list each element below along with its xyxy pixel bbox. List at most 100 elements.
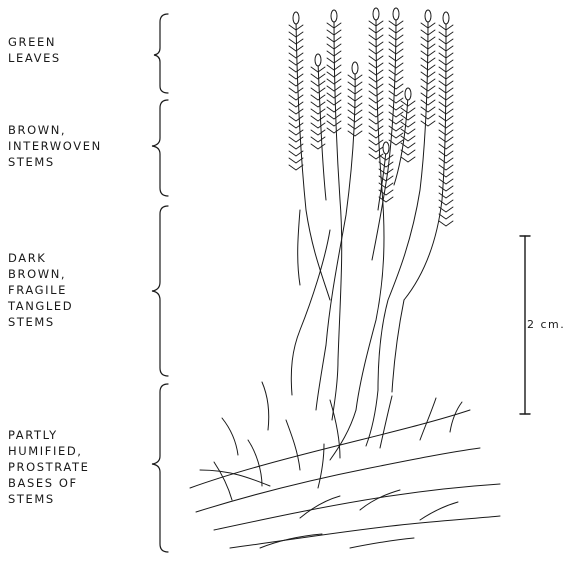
leaf-pair: [369, 140, 383, 145]
leaf-pair: [421, 114, 435, 119]
prostrate-stem: [200, 470, 270, 486]
leaf-pair: [289, 116, 303, 121]
leaf-pair: [389, 77, 403, 82]
leaf-pair: [369, 98, 383, 103]
leaf-pair: [289, 60, 303, 65]
leaf-pair: [327, 93, 341, 98]
moss-shoot-stem: [296, 20, 330, 300]
leaf-pair: [439, 137, 453, 142]
leaf-marks: [289, 21, 453, 226]
prostrate-stem: [450, 402, 462, 432]
leaf-pair: [289, 123, 303, 128]
apical-bud: [293, 12, 299, 24]
leaf-pair: [389, 84, 403, 89]
leaf-pair: [421, 86, 435, 91]
leaf-pair: [369, 147, 383, 152]
prostrate-stem: [420, 398, 436, 440]
stem-branch: [330, 410, 356, 460]
leaf-pair: [369, 84, 383, 89]
leaf-pair: [289, 81, 303, 86]
leaf-pair: [389, 63, 403, 68]
leaf-pair: [311, 130, 325, 135]
apical-bud: [425, 10, 431, 22]
prostrate-stem: [248, 440, 262, 486]
prostrate-stem: [420, 502, 458, 520]
leaf-pair: [289, 102, 303, 107]
leaf-pair: [311, 88, 325, 93]
stem-branch: [291, 230, 330, 395]
leaf-pair: [289, 109, 303, 114]
leaf-pair: [439, 144, 453, 149]
leaf-pair: [289, 74, 303, 79]
prostrate-stem: [350, 538, 414, 548]
leaf-pair: [439, 186, 453, 191]
leaf-pair: [311, 74, 325, 79]
apical-bud: [383, 142, 389, 154]
prostrate-stem: [262, 382, 269, 430]
apical-bud: [315, 54, 321, 66]
leaf-pair: [389, 98, 403, 103]
leaf-pair: [379, 162, 393, 167]
leaf-pair: [348, 124, 362, 129]
stem-branch: [316, 345, 326, 410]
leaf-pair: [311, 81, 325, 86]
leaf-pair: [439, 158, 453, 163]
leaf-pair: [439, 165, 453, 170]
prostrate-stem: [230, 516, 500, 548]
moss-shoot-stem: [394, 96, 408, 185]
brace-dark-brown-stems: [152, 206, 168, 376]
zone-label-dark-brown-stems: DARK BROWN, FRAGILE TANGLED STEMS: [8, 250, 73, 330]
leaf-pair: [311, 144, 325, 149]
leaf-pair: [289, 53, 303, 58]
prostrate-stem: [222, 418, 238, 455]
leaf-pair: [327, 121, 341, 126]
leaf-pair: [401, 157, 415, 162]
leaf-pair: [289, 130, 303, 135]
leaf-pair: [311, 102, 325, 107]
leaf-pair: [379, 197, 393, 202]
apical-bud: [373, 8, 379, 20]
leaf-pair: [369, 133, 383, 138]
leaf-pair: [289, 46, 303, 51]
prostrate-stem: [196, 448, 480, 512]
leaf-pair: [327, 114, 341, 119]
stem-branch: [392, 300, 404, 392]
leaf-pair: [327, 86, 341, 91]
leaf-pair: [369, 119, 383, 124]
leaf-pair: [369, 77, 383, 82]
moss-shoot-stem: [378, 18, 428, 390]
leaf-pair: [311, 95, 325, 100]
leaf-pair: [289, 95, 303, 100]
leaf-pair: [311, 109, 325, 114]
leaf-pair: [389, 105, 403, 110]
leaf-pair: [348, 131, 362, 136]
leaf-pair: [369, 126, 383, 131]
leaf-pair: [289, 88, 303, 93]
scale-bar-label: 2 cm.: [527, 318, 565, 331]
leaf-pair: [421, 107, 435, 112]
brace-brown-interwoven-stems: [152, 100, 168, 196]
leaf-pair: [421, 121, 435, 126]
leaf-pair: [439, 130, 453, 135]
apical-bud: [331, 10, 337, 22]
leaf-pair: [389, 119, 403, 124]
leaf-pair: [389, 112, 403, 117]
leaf-pair: [439, 179, 453, 184]
apical-bud: [352, 62, 358, 74]
leaf-pair: [421, 72, 435, 77]
leaf-pair: [327, 128, 341, 133]
zone-label-prostrate-bases: PARTLY HUMIFIED, PROSTRATE BASES OF STEM…: [8, 427, 90, 507]
leaf-pair: [401, 150, 415, 155]
leaf-pair: [327, 79, 341, 84]
leaf-pair: [327, 100, 341, 105]
leaf-pair: [439, 123, 453, 128]
prostrate-stem: [380, 396, 392, 448]
leaf-pair: [389, 126, 403, 131]
leaf-pair: [289, 158, 303, 163]
leaf-pair: [369, 105, 383, 110]
leaf-pair: [421, 79, 435, 84]
leaf-pair: [389, 70, 403, 75]
prostrate-stem: [214, 484, 500, 530]
brace-green-leaves: [154, 14, 168, 93]
stem-branch: [298, 210, 300, 285]
